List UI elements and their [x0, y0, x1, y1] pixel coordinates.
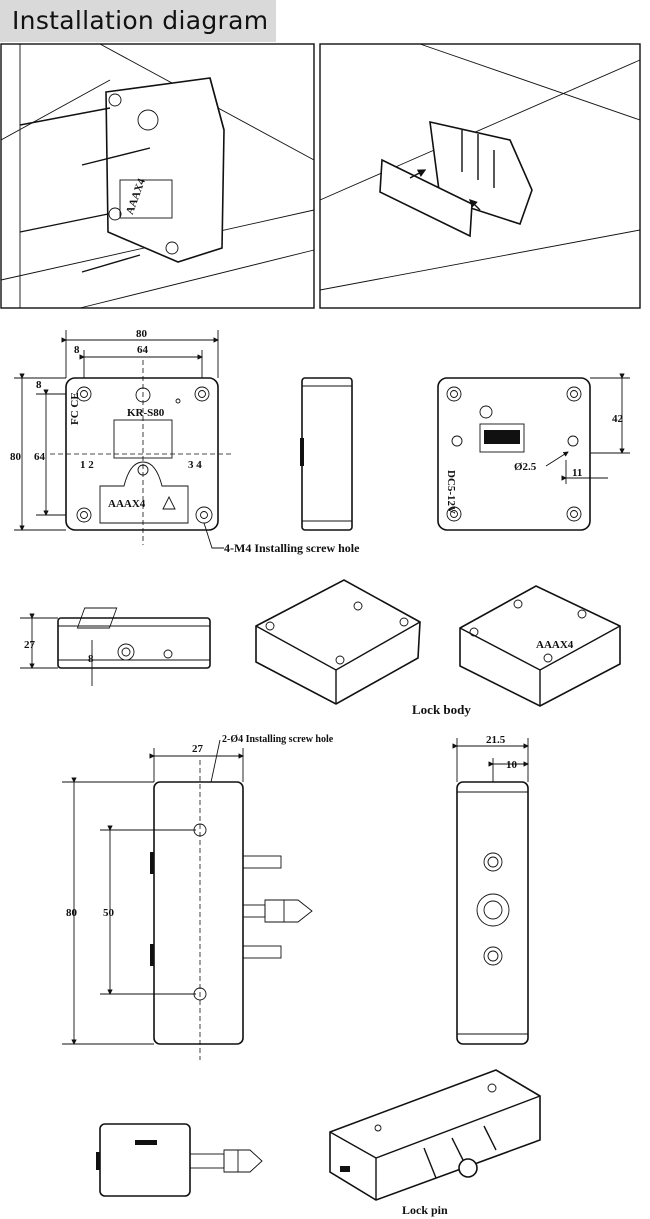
model-text: KR-S80 — [127, 407, 165, 419]
iso-battery-text: AAAX4 — [536, 639, 574, 651]
screw-hole-note: 4-M4 Installing screw hole — [224, 541, 360, 555]
side-narrow-view — [300, 377, 353, 531]
fcc-text: FC CE — [69, 392, 81, 425]
dim-80-top: 80 — [136, 328, 148, 340]
lock-pin-front: 2-Ø4 Installing screw hole 27 80 50 — [62, 734, 334, 1060]
pin-dim-21-5: 21.5 — [486, 734, 506, 746]
lock-pin-label: Lock pin — [402, 1203, 448, 1217]
dim-8-side: 8 — [88, 653, 94, 665]
pin-screw-note: 2-Ø4 Installing screw hole — [222, 734, 334, 745]
dim-42: 42 — [612, 413, 624, 425]
bottom-side-view: 27 8 — [20, 613, 211, 686]
lock-body-iso-1 — [76, 579, 421, 705]
dim-27: 27 — [24, 639, 36, 651]
front-view: KR-S80 FC CE 1 2 3 4 AAAX4 80 64 8 80 64… — [10, 328, 360, 555]
terminals-right: 3 4 — [188, 459, 202, 471]
page-title: Installation diagram — [12, 6, 269, 35]
pin-dim-27: 27 — [192, 743, 204, 755]
dim-80-left: 80 — [10, 451, 22, 463]
dim-64-top: 64 — [137, 344, 149, 356]
dim-dia: Ø2.5 — [514, 461, 537, 473]
dim-8-top: 8 — [74, 344, 80, 356]
back-view: DC5-12V 42 Ø2.5 11 — [437, 373, 630, 531]
dim-64-left: 64 — [34, 451, 46, 463]
lock-pin-iso — [329, 1069, 541, 1201]
lock-pin-end-view — [96, 1123, 263, 1197]
pin-dim-80: 80 — [66, 907, 78, 919]
install-sketch-right — [319, 43, 641, 309]
title-banner: Installation diagram — [0, 0, 276, 42]
install-sketch-left: AAAX4 — [0, 43, 315, 309]
lock-body-label: Lock body — [412, 702, 471, 717]
dim-11: 11 — [572, 467, 582, 479]
pin-dim-50: 50 — [103, 907, 115, 919]
terminals-left: 1 2 — [80, 459, 94, 471]
battery-text: AAAX4 — [108, 498, 146, 510]
voltage-text: DC5-12V — [445, 470, 457, 514]
lock-body-iso-2: AAAX4 — [459, 585, 621, 707]
dim-8-left: 8 — [36, 379, 42, 391]
pin-dim-10: 10 — [506, 759, 518, 771]
lock-pin-side: 21.5 10 — [452, 734, 529, 1045]
